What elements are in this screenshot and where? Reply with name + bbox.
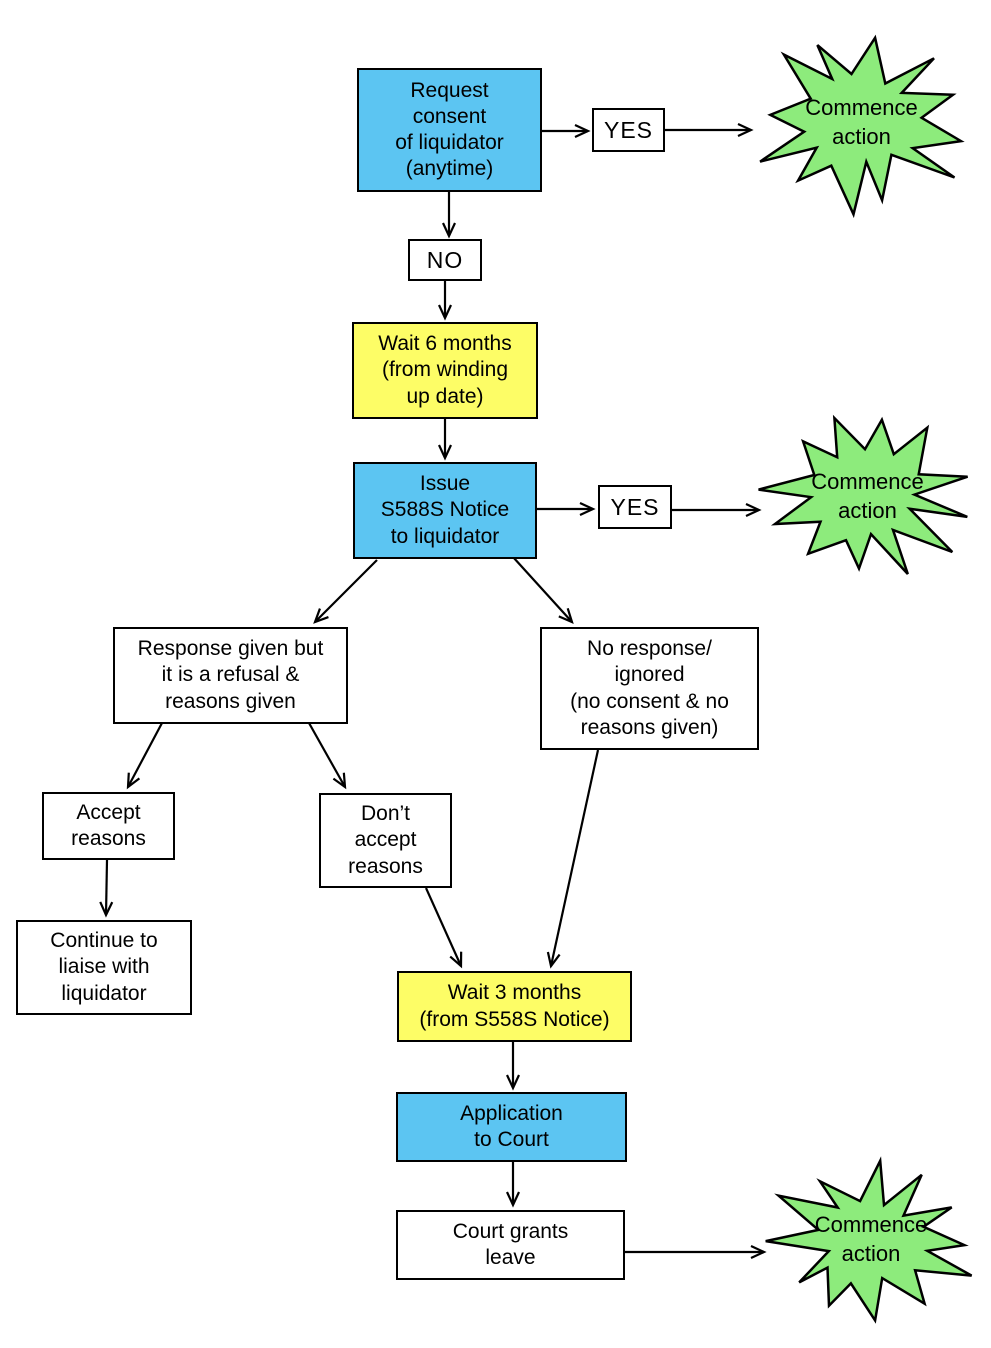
starburst-commence-top: Commence action bbox=[745, 20, 978, 225]
node-wait-3-months: Wait 3 months (from S558S Notice) bbox=[397, 971, 632, 1042]
starburst-mid-shape bbox=[758, 414, 968, 575]
node-request-consent-label: Request consent of liquidator (anytime) bbox=[395, 78, 504, 181]
starburst-commence-bottom: Commence action bbox=[757, 1148, 985, 1332]
node-continue-liaise-label: Continue to liaise with liquidator bbox=[50, 929, 158, 1005]
starburst-bottom-label: Commence action bbox=[814, 1212, 928, 1266]
node-wait-3-months-label: Wait 3 months (from S558S Notice) bbox=[419, 981, 610, 1031]
arrow-issue-to-noresponse bbox=[512, 556, 574, 624]
node-court-grants-leave: Court grants leave bbox=[396, 1210, 625, 1280]
arrow-refusal-to-dontaccept bbox=[308, 722, 347, 790]
node-response-refusal-label: Response given but it is a refusal & rea… bbox=[137, 637, 324, 713]
starburst-commence-mid: Commence action bbox=[752, 403, 983, 590]
node-application-court: Application to Court bbox=[396, 1092, 627, 1162]
node-dont-accept-label: Don’t accept reasons bbox=[348, 802, 423, 878]
node-yes-mid: YES bbox=[598, 485, 672, 529]
arrow-noresponse-to-wait3 bbox=[546, 749, 600, 969]
node-request-consent: Request consent of liquidator (anytime) bbox=[357, 68, 542, 192]
node-yes-top: YES bbox=[592, 108, 665, 152]
node-no-response: No response/ ignored (no consent & no re… bbox=[540, 627, 759, 750]
node-no-top: NO bbox=[408, 239, 482, 281]
arrow-issue-to-refusal bbox=[313, 559, 378, 624]
node-application-court-label: Application to Court bbox=[460, 1101, 563, 1151]
starburst-mid-label: Commence action bbox=[811, 468, 924, 523]
starburst-bottom-shape bbox=[765, 1156, 973, 1324]
arrow-accept-to-continue bbox=[99, 859, 114, 918]
node-no-top-label: NO bbox=[426, 246, 464, 273]
node-accept-reasons: Accept reasons bbox=[42, 792, 175, 860]
arrow-refusal-to-accept bbox=[126, 722, 163, 790]
node-yes-mid-label: YES bbox=[610, 493, 660, 520]
node-wait-6-months: Wait 6 months (from winding up date) bbox=[352, 322, 538, 419]
node-response-refusal: Response given but it is a refusal & rea… bbox=[113, 627, 348, 724]
node-issue-notice: Issue S588S Notice to liquidator bbox=[353, 462, 537, 559]
node-dont-accept: Don’t accept reasons bbox=[319, 793, 452, 888]
starburst-top-shape bbox=[759, 34, 965, 219]
node-accept-reasons-label: Accept reasons bbox=[71, 800, 146, 850]
node-court-grants-leave-label: Court grants leave bbox=[452, 1219, 569, 1269]
node-yes-top-label: YES bbox=[603, 116, 654, 143]
node-continue-liaise: Continue to liaise with liquidator bbox=[16, 920, 192, 1015]
node-wait-6-months-label: Wait 6 months (from winding up date) bbox=[378, 332, 512, 408]
node-issue-notice-label: Issue S588S Notice to liquidator bbox=[380, 472, 510, 548]
starburst-top-label: Commence action bbox=[805, 94, 918, 149]
node-no-response-label: No response/ ignored (no consent & no re… bbox=[570, 637, 729, 739]
arrow-dontaccept-to-wait3 bbox=[424, 887, 463, 969]
